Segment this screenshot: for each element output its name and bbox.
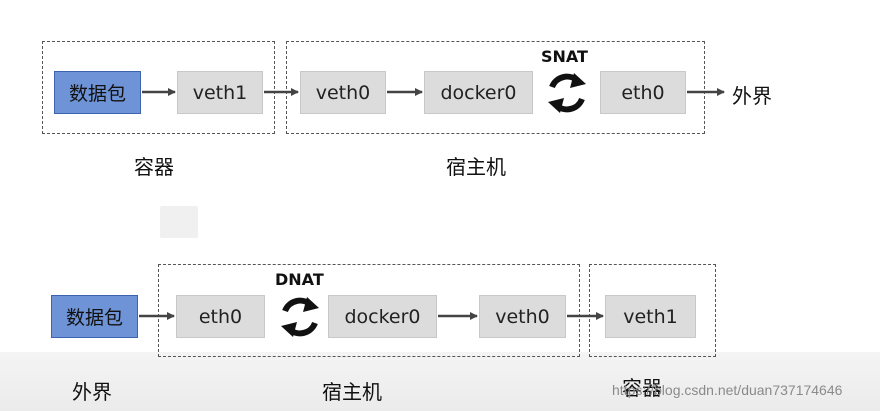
bottom-source-caption: 外界 <box>72 380 112 404</box>
bottom-host-group <box>158 264 580 357</box>
bottom-docker0-node: docker0 <box>328 295 437 338</box>
snat-label: SNAT <box>541 47 588 66</box>
bottom-container-group <box>589 264 716 357</box>
top-host-group <box>286 41 705 134</box>
refresh-cycle-icon <box>281 297 319 337</box>
refresh-cycle-icon <box>548 73 586 113</box>
top-container-caption: 容器 <box>134 155 174 179</box>
bottom-packet-node: 数据包 <box>51 295 138 338</box>
bottom-host-caption: 宿主机 <box>322 380 382 404</box>
bottom-container-caption: 容器 <box>622 376 662 400</box>
bottom-shade <box>0 352 880 411</box>
top-eth0-node: eth0 <box>600 71 686 114</box>
top-packet-node: 数据包 <box>54 71 141 114</box>
top-veth0-node: veth0 <box>300 71 386 114</box>
bottom-veth0-node: veth0 <box>479 295 566 338</box>
bottom-eth0-node: eth0 <box>176 295 265 338</box>
dnat-label: DNAT <box>275 270 324 289</box>
faint-artifact <box>160 206 198 238</box>
source-watermark: https://blog.csdn.net/duan737174646 <box>612 382 843 398</box>
bottom-veth1-node: veth1 <box>605 295 696 338</box>
top-host-caption: 宿主机 <box>446 155 506 179</box>
top-destination-label: 外界 <box>732 84 772 108</box>
top-veth1-node: veth1 <box>177 71 263 114</box>
top-container-group <box>42 41 275 134</box>
top-docker0-node: docker0 <box>424 71 533 114</box>
